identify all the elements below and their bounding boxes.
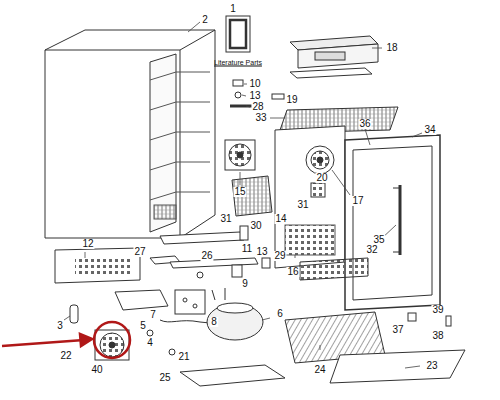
callout-number: 26 bbox=[200, 251, 213, 261]
callout-number: 13 bbox=[248, 91, 261, 101]
callout-number: 30 bbox=[249, 221, 262, 231]
callout-number: 6 bbox=[276, 309, 284, 319]
callout-number: 38 bbox=[431, 331, 444, 341]
callout-number: 29 bbox=[273, 251, 286, 261]
callout-number: 31 bbox=[219, 214, 232, 224]
callout-number: 32 bbox=[365, 245, 378, 255]
callout-number: 23 bbox=[425, 361, 438, 371]
cabinet bbox=[45, 30, 215, 238]
callout-number: 15 bbox=[233, 187, 246, 197]
base-plate bbox=[180, 365, 285, 386]
callout-number: 10 bbox=[248, 79, 261, 89]
literature bbox=[226, 16, 250, 52]
callout-number: 40 bbox=[90, 365, 103, 375]
leader-lines bbox=[64, 22, 422, 368]
drip-tray bbox=[70, 290, 230, 336]
callout-number: 19 bbox=[285, 95, 298, 105]
callout-number: 14 bbox=[274, 214, 287, 224]
pointer-arrow bbox=[2, 334, 92, 346]
screw bbox=[169, 349, 175, 355]
callout-number: 1 bbox=[229, 4, 237, 14]
electrical bbox=[175, 226, 270, 314]
callout-number: 21 bbox=[177, 352, 190, 362]
callout-number: 20 bbox=[315, 173, 328, 183]
callout-number: 16 bbox=[286, 267, 299, 277]
callout-number: 5 bbox=[139, 321, 147, 331]
callout-number: 36 bbox=[358, 119, 371, 129]
callout-number: 39 bbox=[431, 305, 444, 315]
callout-number: 17 bbox=[351, 196, 364, 206]
compressor bbox=[207, 288, 263, 340]
callout-number: 33 bbox=[254, 113, 267, 123]
callout-number: 4 bbox=[146, 338, 154, 348]
condenser-fan bbox=[94, 322, 130, 360]
bottom-panel bbox=[330, 350, 465, 383]
control-panel bbox=[290, 36, 378, 78]
callout-number: 27 bbox=[133, 247, 146, 257]
literature-label: Literature Parts bbox=[213, 59, 263, 66]
callout-number: 22 bbox=[59, 351, 72, 361]
back-panel bbox=[275, 126, 345, 268]
callout-number: 8 bbox=[210, 317, 218, 327]
callout-number: 35 bbox=[372, 235, 385, 245]
callout-number: 2 bbox=[201, 15, 209, 25]
callout-number: 9 bbox=[241, 279, 249, 289]
grille bbox=[300, 258, 368, 280]
callout-number: 11 bbox=[241, 244, 253, 254]
callout-number: 25 bbox=[158, 373, 171, 383]
kick-plate bbox=[55, 248, 140, 283]
door bbox=[345, 135, 440, 310]
callout-number: 24 bbox=[313, 365, 326, 375]
callout-number: 13 bbox=[255, 247, 268, 257]
callout-number: 12 bbox=[81, 239, 94, 249]
callout-number: 34 bbox=[423, 125, 436, 135]
fan bbox=[225, 140, 255, 170]
callout-number: 7 bbox=[149, 310, 157, 320]
fan bbox=[306, 146, 334, 174]
callout-number: 18 bbox=[385, 43, 398, 53]
callout-number: 28 bbox=[251, 102, 264, 112]
callout-number: 3 bbox=[56, 321, 64, 331]
evaporator bbox=[232, 176, 272, 216]
callout-number: 31 bbox=[296, 200, 309, 210]
callout-number: 37 bbox=[391, 325, 404, 335]
